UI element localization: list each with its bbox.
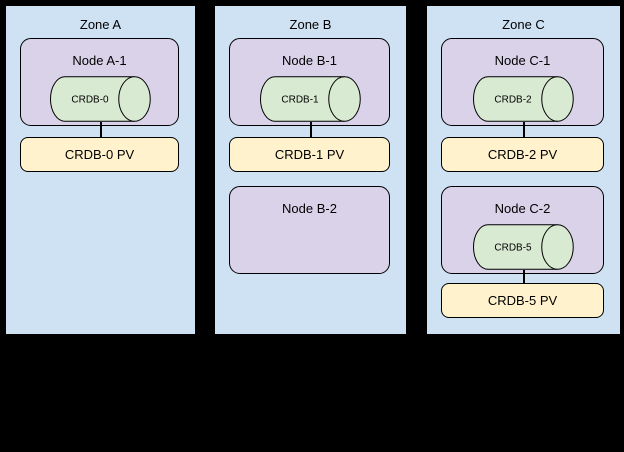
- crdb-2-cylinder-icon: CRDB-2: [472, 76, 574, 122]
- zone-c: Zone C Node C-1 CRDB-2 CRDB-2 PV Node C-…: [425, 4, 622, 336]
- connector-line: [99, 122, 102, 137]
- zone-b: Zone B Node B-1 CRDB-1 CRDB-1 PV Node B-…: [213, 4, 408, 336]
- zone-b-title: Zone B: [289, 17, 332, 32]
- crdb-0-pv-label: CRDB-0 PV: [64, 147, 135, 162]
- node-c-1: Node C-1 CRDB-2: [441, 38, 604, 126]
- crdb-0-cylinder-icon: CRDB-0: [49, 76, 151, 122]
- node-b-2-label: Node B-2: [282, 201, 337, 216]
- crdb-2-pv-box: CRDB-2 PV: [441, 137, 604, 172]
- crdb-1-pv-label: CRDB-1 PV: [274, 147, 345, 162]
- zone-c-title: Zone C: [502, 17, 545, 32]
- zone-a-title: Zone A: [79, 17, 122, 32]
- crdb-2-pv-label: CRDB-2 PV: [487, 147, 558, 162]
- connector-line: [309, 122, 312, 137]
- connector-line: [522, 270, 525, 283]
- crdb-1-label: CRDB-1: [281, 95, 319, 106]
- node-a-1-label: Node A-1: [72, 53, 127, 68]
- node-b-2: Node B-2: [229, 186, 390, 274]
- crdb-2-label: CRDB-2: [494, 95, 532, 106]
- crdb-5-pv-box: CRDB-5 PV: [441, 283, 604, 318]
- crdb-0-pv-box: CRDB-0 PV: [20, 137, 179, 172]
- crdb-5-pv-label: CRDB-5 PV: [487, 293, 558, 308]
- node-c-1-label: Node C-1: [494, 53, 551, 68]
- crdb-5-label: CRDB-5: [494, 243, 532, 254]
- node-c-2-label: Node C-2: [494, 201, 551, 216]
- crdb-5-cylinder-icon: CRDB-5: [472, 224, 574, 270]
- crdb-0-label: CRDB-0: [71, 95, 109, 106]
- node-b-1: Node B-1 CRDB-1: [229, 38, 390, 126]
- zone-a: Zone A Node A-1 CRDB-0 CRDB-0 PV: [4, 4, 197, 336]
- crdb-1-cylinder-icon: CRDB-1: [259, 76, 361, 122]
- node-a-1: Node A-1 CRDB-0: [20, 38, 179, 126]
- node-c-2: Node C-2 CRDB-5: [441, 186, 604, 274]
- node-b-1-label: Node B-1: [282, 53, 337, 68]
- connector-line: [522, 122, 525, 137]
- crdb-1-pv-box: CRDB-1 PV: [229, 137, 390, 172]
